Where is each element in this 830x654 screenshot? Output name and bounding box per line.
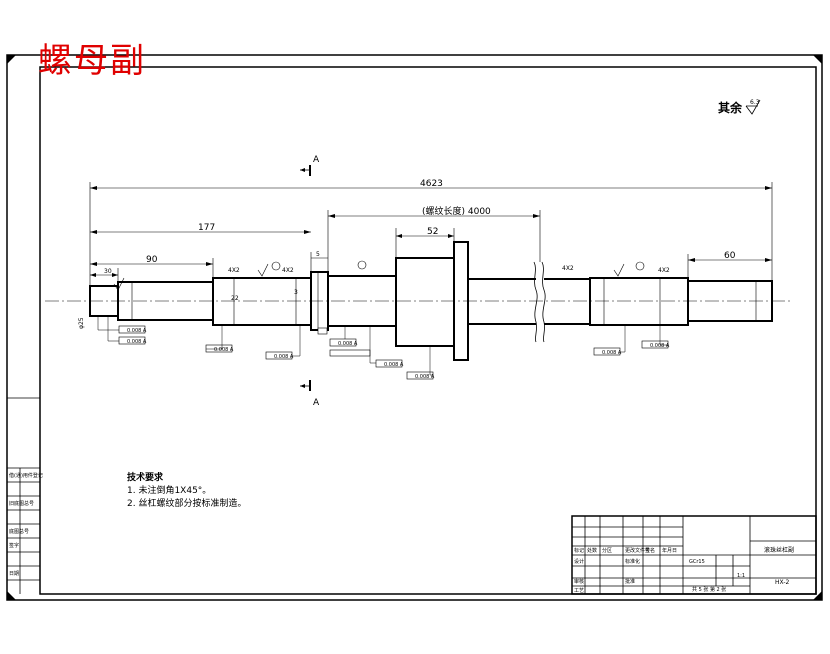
svg-text:标准化: 标准化 xyxy=(625,558,640,565)
svg-text:0.008 A: 0.008 A xyxy=(650,343,670,349)
side-table xyxy=(7,397,40,594)
tech-note-2: 2. 丝杠螺纹部分按标准制造。 xyxy=(127,497,246,509)
svg-text:0.008 A: 0.008 A xyxy=(384,362,404,368)
svg-text:GCr15: GCr15 xyxy=(689,559,705,565)
dim-chamfer-b: 4X2 xyxy=(282,267,294,274)
svg-text:0.008 A: 0.008 A xyxy=(274,354,294,360)
nut-flange xyxy=(453,241,469,361)
dim-left-dia: φ25 xyxy=(78,317,85,329)
svg-text:分区: 分区 xyxy=(602,547,612,554)
shaft-seg-right-bearing xyxy=(589,277,689,326)
svg-text:0.008 A: 0.008 A xyxy=(214,347,234,353)
corner-mark xyxy=(813,591,822,600)
svg-text:0.008 A: 0.008 A xyxy=(338,341,358,347)
roughness-symbols xyxy=(113,263,625,291)
section-mark-top: A xyxy=(313,155,320,165)
svg-text:HX-2: HX-2 xyxy=(775,579,789,586)
title-block-text: 标记 处数 分区 更改文件号 签名 年月日 设计 审核 工艺 标准化 批准 GC… xyxy=(574,546,794,594)
tech-notes-heading: 技术要求 xyxy=(127,471,164,483)
dim-right-seg: 60 xyxy=(724,251,736,261)
roughness-symbol-icon xyxy=(745,99,761,115)
dim-left-small: 30 xyxy=(104,268,112,275)
svg-text:0.008 A: 0.008 A xyxy=(127,328,147,334)
dim-collar: 52 xyxy=(427,227,438,237)
tolerance-frames xyxy=(118,325,669,380)
break-lines xyxy=(533,261,546,343)
dim-chamfer-a: 4X2 xyxy=(228,267,240,274)
inner-border xyxy=(39,66,817,595)
tolerance-leaders xyxy=(97,316,668,376)
dim-chamfer-d: 4X2 xyxy=(658,267,670,274)
svg-text:签字: 签字 xyxy=(9,542,19,549)
svg-text:底图总号: 底图总号 xyxy=(9,528,29,535)
dim-overall: 4623 xyxy=(420,179,443,189)
corner-mark xyxy=(813,55,822,64)
dim-left-seg: 90 xyxy=(146,255,158,265)
dim-small-3: 3 xyxy=(294,289,298,296)
nut-body xyxy=(395,257,455,347)
svg-text:批准: 批准 xyxy=(625,578,635,585)
tolerance-text: 0.008 A 0.008 A 0.008 A 0.008 A 0.008 A … xyxy=(127,328,670,380)
svg-text:日期: 日期 xyxy=(9,571,19,577)
dim-groove: 5 xyxy=(316,251,320,258)
svg-text:滚珠丝杠副: 滚珠丝杠副 xyxy=(764,546,794,554)
arrow-icon xyxy=(300,384,305,388)
svg-text:0.008 A: 0.008 A xyxy=(127,339,147,345)
roughness-value: 6.3 xyxy=(750,99,760,106)
ball-screw-shaft xyxy=(89,241,773,361)
svg-text:共 5 张 第 2 张: 共 5 张 第 2 张 xyxy=(692,586,726,593)
dim-left-offset: 177 xyxy=(198,223,215,233)
dim-small-22: 22 xyxy=(231,295,239,302)
tech-note-1: 1. 未注倒角1X45°。 xyxy=(127,484,211,496)
svg-text:0.008 A: 0.008 A xyxy=(415,374,435,380)
svg-text:审核: 审核 xyxy=(574,578,584,585)
dim-chamfer-c: 4X2 xyxy=(562,265,574,272)
svg-text:旧底图总号: 旧底图总号 xyxy=(9,500,34,507)
arrow-icon xyxy=(300,168,305,172)
svg-text:0.008 A: 0.008 A xyxy=(602,350,622,356)
section-mark-bottom: A xyxy=(313,398,320,408)
svg-text:1:1: 1:1 xyxy=(737,573,745,579)
corner-mark xyxy=(7,55,16,64)
side-table-labels: 借(通)用件登记 旧底图总号 底图总号 签字 日期 xyxy=(9,472,43,577)
svg-text:更改文件号: 更改文件号 xyxy=(625,547,650,554)
dimension-arrows xyxy=(90,186,772,277)
drawing-title: 螺母副 xyxy=(38,41,146,81)
svg-text:签名: 签名 xyxy=(645,547,655,554)
shaft-detail-lines xyxy=(131,272,757,330)
svg-text:工艺: 工艺 xyxy=(574,588,584,594)
shaft-seg-right-end xyxy=(687,280,773,322)
corner-mark xyxy=(7,591,16,600)
balloon-markers xyxy=(271,260,645,271)
outer-frame xyxy=(6,54,823,601)
svg-text:标记: 标记 xyxy=(574,547,584,554)
svg-text:借(通)用件登记: 借(通)用件登记 xyxy=(9,472,43,479)
svg-text:年月日: 年月日 xyxy=(662,547,677,554)
dim-thread-length: (螺纹长度) 4000 xyxy=(422,205,491,217)
surface-roughness-note: 其余 xyxy=(718,100,743,115)
title-block xyxy=(571,515,817,595)
svg-text:处数: 处数 xyxy=(587,547,597,554)
dimension-lines xyxy=(89,182,773,286)
svg-text:设计: 设计 xyxy=(574,558,584,565)
